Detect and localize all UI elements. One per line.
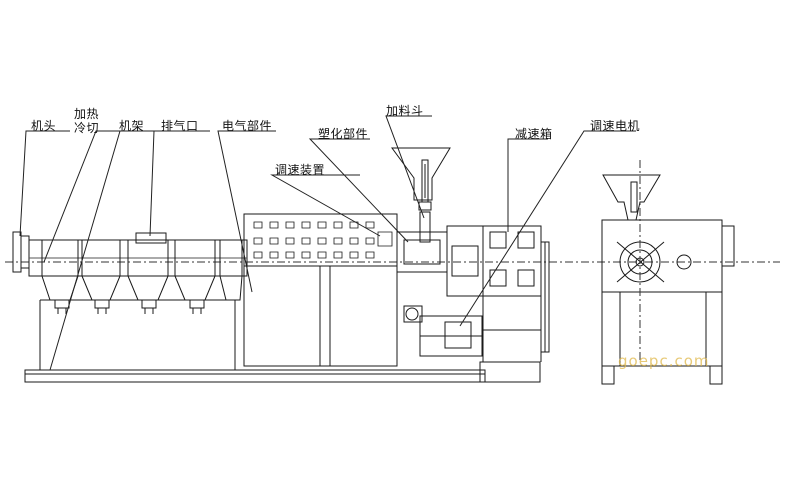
label-vent: 排气口	[161, 119, 199, 133]
heating-cooling-zones	[42, 233, 242, 314]
label-plasticizing: 塑化部件	[318, 127, 369, 141]
leader-lines	[20, 116, 636, 370]
label-frame: 机架	[119, 119, 145, 133]
control-panel-dials	[254, 222, 392, 258]
die-head	[13, 232, 29, 272]
label-motor: 调速电机	[590, 119, 641, 133]
label-head: 机头	[31, 119, 57, 133]
label-hopper: 加料斗	[386, 104, 424, 118]
gearbox-support	[483, 296, 541, 362]
label-speed-device: 调速装置	[275, 163, 326, 177]
gearbox	[447, 226, 549, 352]
label-electrical: 电气部件	[222, 119, 273, 133]
barrel	[29, 240, 247, 276]
side-view	[602, 160, 734, 384]
hopper	[392, 148, 450, 242]
label-cooling: 冷切	[74, 121, 100, 135]
speed-motor	[404, 306, 482, 356]
watermark: goepc.com	[618, 352, 710, 370]
electrical-cabinet	[244, 214, 397, 366]
machine-base	[25, 300, 540, 382]
label-gearbox: 减速箱	[515, 127, 553, 141]
label-heating: 加热	[74, 107, 100, 121]
